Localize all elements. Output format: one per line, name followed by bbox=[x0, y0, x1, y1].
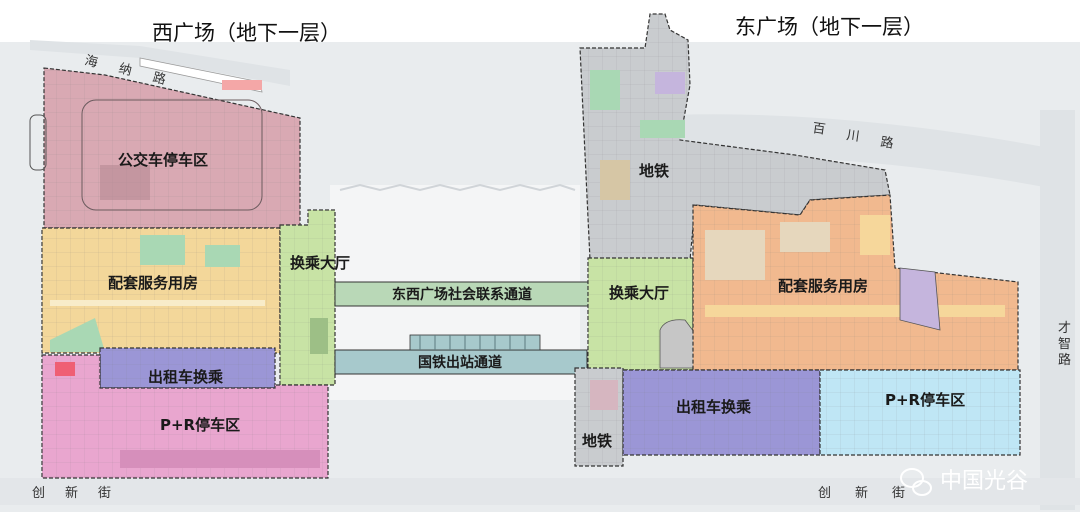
west-transfer-hall-grid bbox=[280, 210, 335, 385]
watermark-text: 中国光谷 bbox=[940, 469, 1028, 494]
svg-text:才: 才 bbox=[1058, 321, 1071, 336]
baichuan-road-surface bbox=[590, 114, 1060, 190]
east-service-corridor bbox=[705, 305, 1005, 317]
west-transfer-hall-label: 换乘大厅 bbox=[290, 254, 350, 272]
svg-text:纳: 纳 bbox=[117, 61, 133, 79]
east-taxi-grid bbox=[623, 370, 820, 455]
chuangxin-east-road-label: 创 新 街 bbox=[818, 485, 905, 501]
east-metro-purple-block bbox=[655, 72, 685, 94]
west-plaza bbox=[29, 67, 336, 479]
east-pr-parking-label: P+R停车区 bbox=[885, 391, 965, 409]
haina-road-surface bbox=[30, 40, 290, 86]
svg-text:路: 路 bbox=[1058, 352, 1071, 368]
bus-ramp bbox=[29, 114, 47, 171]
east-service-beige-block-1 bbox=[705, 230, 765, 280]
east-pr-parking-grid bbox=[820, 370, 1020, 455]
west-pr-parking-grid bbox=[42, 355, 328, 478]
rail-exit-corridor-label: 国铁出站通道 bbox=[418, 354, 502, 371]
west-service-green-block-1 bbox=[140, 235, 185, 265]
east-service-yellow-block bbox=[860, 215, 890, 255]
west-pr-parking-label: P+R停车区 bbox=[160, 416, 240, 434]
east-taxi-label: 出租车换乘 bbox=[676, 398, 751, 416]
west-pr-ramp bbox=[120, 450, 320, 468]
east-metro-bottom-block bbox=[590, 380, 618, 410]
svg-text:街: 街 bbox=[98, 486, 111, 501]
east-plaza-title: 东广场（地下一层） bbox=[735, 15, 924, 39]
west-service-green-block-3 bbox=[50, 318, 105, 352]
east-metro-bottom-label: 地铁 bbox=[582, 432, 612, 450]
svg-text:新: 新 bbox=[855, 485, 868, 501]
rail-exit-platform-links bbox=[409, 334, 541, 351]
caizhi-road-surface bbox=[1040, 110, 1075, 510]
haina-road-marker bbox=[222, 80, 262, 90]
east-metro-beige-block bbox=[600, 160, 630, 200]
west-service-rooms-label: 配套服务用房 bbox=[108, 274, 198, 292]
svg-text:街: 街 bbox=[892, 486, 905, 501]
east-metro-green-block-1 bbox=[590, 70, 620, 110]
svg-text:路: 路 bbox=[879, 134, 894, 152]
east-metro-green-block-2 bbox=[640, 120, 685, 138]
svg-text:创: 创 bbox=[32, 486, 45, 501]
station-roof-lines bbox=[339, 183, 576, 192]
east-service-rooms-label: 配套服务用房 bbox=[778, 277, 868, 295]
svg-text:百: 百 bbox=[811, 121, 826, 138]
east-service-purple-block bbox=[899, 267, 941, 331]
west-plaza-title: 西广场（地下一层） bbox=[152, 21, 341, 45]
west-service-green-block-2 bbox=[205, 245, 240, 267]
west-transfer-escalator bbox=[310, 318, 328, 354]
bus-loop-track bbox=[81, 99, 263, 211]
west-taxi-grid bbox=[100, 348, 275, 388]
west-service-corridor bbox=[50, 300, 265, 306]
west-taxi-label: 出租车换乘 bbox=[148, 368, 223, 386]
east-service-beige-block-2 bbox=[780, 222, 830, 252]
east-metro-top-label: 地铁 bbox=[639, 162, 669, 180]
chuangxin-road-surface bbox=[0, 478, 1080, 505]
bus-bay bbox=[100, 165, 150, 200]
wechat-icon bbox=[900, 468, 932, 496]
east-transfer-hall-label: 换乘大厅 bbox=[609, 284, 669, 302]
svg-text:路: 路 bbox=[151, 69, 167, 88]
west-pr-marker bbox=[55, 362, 75, 376]
svg-text:新: 新 bbox=[65, 485, 78, 501]
svg-text:智: 智 bbox=[1058, 337, 1071, 352]
haina-road-label: 海 纳 路 bbox=[83, 53, 167, 88]
svg-text:海: 海 bbox=[83, 53, 99, 71]
east-plaza bbox=[574, 13, 1021, 467]
baichuan-road-label: 百 川 路 bbox=[811, 121, 894, 152]
social-link-corridor-label: 东西广场社会联系通道 bbox=[392, 286, 532, 303]
caizhi-road-label: 才 智 路 bbox=[1058, 321, 1071, 368]
svg-text:川: 川 bbox=[845, 128, 860, 145]
chuangxin-west-road-label: 创 新 街 bbox=[32, 485, 111, 501]
svg-text:创: 创 bbox=[818, 486, 831, 501]
west-bus-parking-label: 公交车停车区 bbox=[118, 151, 208, 169]
